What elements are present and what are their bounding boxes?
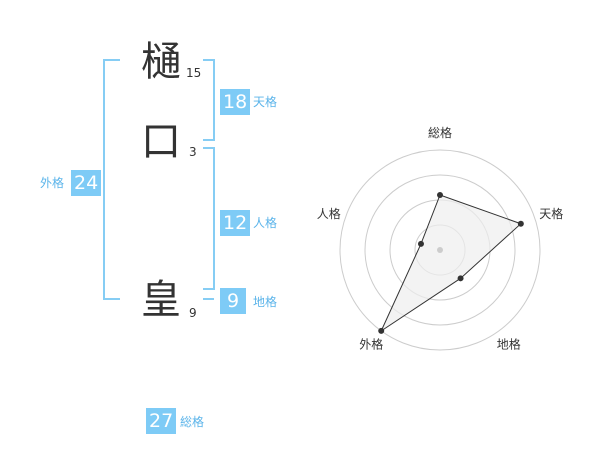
radar-points xyxy=(378,192,524,334)
soukaku-badge: 27 xyxy=(146,408,177,434)
name-char-2: 口 xyxy=(141,119,181,165)
gaikaku-bracket xyxy=(103,59,120,300)
tenkaku-badge: 18 xyxy=(220,89,251,115)
radar-point xyxy=(378,327,385,334)
gaikaku-label: 外格 xyxy=(40,176,65,190)
tenkaku-bracket xyxy=(203,59,215,141)
radar-axis-label: 外格 xyxy=(359,337,383,352)
soukaku-label: 総格 xyxy=(180,415,205,429)
chikaku-label: 地格 xyxy=(253,295,278,309)
radar-point xyxy=(437,192,443,198)
jinkaku-label: 人格 xyxy=(253,216,278,230)
radar-axis-label: 人格 xyxy=(317,206,341,221)
radar-center xyxy=(437,247,443,253)
jinkaku-badge: 12 xyxy=(220,210,251,236)
radar-axis-label: 天格 xyxy=(539,206,563,221)
chikaku-badge: 9 xyxy=(220,288,246,314)
stroke-count-2: 3 xyxy=(189,145,197,159)
stroke-count-3: 9 xyxy=(189,306,197,320)
radar-point xyxy=(417,240,424,247)
radar-grid-ring xyxy=(364,174,516,326)
tenkaku-label: 天格 xyxy=(253,95,278,109)
radar-point xyxy=(517,220,524,227)
gaikaku-badge: 24 xyxy=(71,170,102,196)
radar-area xyxy=(380,194,522,333)
stroke-count-1: 15 xyxy=(186,66,202,80)
radar-point xyxy=(457,275,464,282)
name-char-1: 樋 xyxy=(141,39,181,85)
radar-axis-label: 地格 xyxy=(497,337,521,352)
radar-grid-ring xyxy=(339,149,541,351)
name-char-3: 皇 xyxy=(141,277,181,323)
radar-axis-label: 総格 xyxy=(428,125,452,140)
jinkaku-bracket xyxy=(203,147,215,290)
